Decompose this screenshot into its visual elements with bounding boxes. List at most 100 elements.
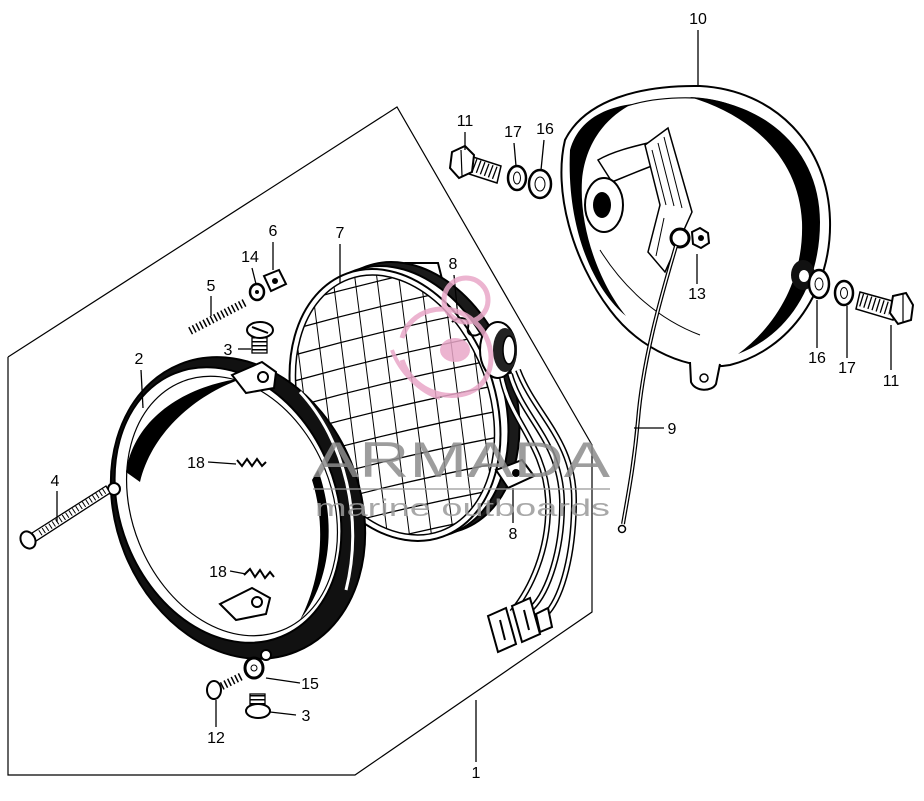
washer-inner	[513, 171, 521, 185]
rim-top-tab-hole	[257, 371, 269, 383]
washer-inner	[814, 277, 824, 291]
screw-head	[206, 680, 222, 700]
wire-plug-small	[534, 606, 554, 634]
washer-inner	[255, 290, 259, 294]
washer-17-right	[833, 279, 855, 307]
rim-inner-shadow	[126, 378, 244, 482]
leader-line	[513, 142, 517, 167]
lens-grid-column	[417, 254, 457, 556]
wiring-guide-hatch	[657, 142, 675, 207]
callout-screw-3-top: 3	[224, 342, 233, 359]
sealed-beam-unit	[263, 250, 536, 564]
callout-adjusting-screw: 5	[207, 278, 216, 295]
square-nut	[262, 268, 288, 293]
bolt-head	[888, 291, 915, 326]
logo-ring-large	[399, 306, 494, 398]
callout-bolt-top: 11	[457, 113, 474, 130]
rim-inner-shadow-right	[300, 470, 329, 620]
washer-17-top	[506, 164, 528, 192]
wire-core	[500, 377, 550, 613]
callout-washer-17-right: 17	[838, 360, 856, 377]
case-inner-shadow-left	[569, 104, 632, 316]
lower-mount-bracket-hole	[512, 469, 520, 477]
connector-face	[502, 335, 516, 365]
wiring-guide-hatch	[651, 149, 667, 206]
leader-line	[207, 461, 237, 465]
callout-assembly: 1	[472, 765, 481, 782]
callout-washer-17-top: 17	[504, 124, 522, 141]
logo-dot	[440, 338, 470, 362]
headlight-case	[560, 84, 832, 391]
bulb-socket-hole	[593, 192, 611, 218]
watermark: ARMADA marine outboards	[313, 275, 611, 522]
callout-rim: 2	[135, 351, 144, 368]
nut-hole	[272, 278, 278, 284]
callout-case: 10	[689, 11, 707, 28]
case-mount-bolt-right	[855, 291, 915, 326]
lens-grid-column	[373, 254, 413, 556]
callout-washer-14: 14	[241, 249, 259, 266]
washer-16-right	[807, 268, 831, 300]
screw-slot	[251, 326, 269, 334]
callout-ground-wire: 9	[668, 421, 677, 438]
screw-thread	[188, 298, 248, 335]
case-side-mount-hole-center	[799, 270, 809, 282]
callout-square-nut: 6	[269, 223, 278, 240]
lens-grid-column	[395, 254, 435, 556]
bolt-thread	[859, 293, 892, 316]
bulb-connector	[479, 321, 517, 379]
washer-inner	[534, 176, 546, 192]
ground-wire	[617, 245, 678, 534]
screw-thread	[216, 672, 244, 692]
screw-3-top	[246, 321, 274, 354]
logo-swoosh	[390, 349, 441, 400]
case-bottom-tab-hole	[699, 373, 709, 383]
callout-washer-16-top: 16	[536, 121, 554, 138]
rim-bottom-screw-boss	[260, 649, 272, 661]
rim-face	[113, 366, 343, 644]
washer-16-top	[527, 168, 553, 200]
watermark-tagline: marine outboards	[315, 495, 610, 522]
case-inner-shadow-right	[690, 97, 820, 354]
callout-screw-12: 12	[207, 730, 225, 747]
bolt-head-edge	[460, 149, 463, 177]
wire-core	[516, 369, 576, 613]
callout-long-screw: 4	[51, 473, 60, 490]
callout-clip-bottom: 18	[209, 564, 227, 581]
terminal-eye	[669, 227, 691, 249]
leader-line	[229, 570, 247, 575]
rim-bottom-tab	[218, 586, 272, 622]
watermark-logo	[390, 275, 494, 400]
callout-bolt-right: 11	[883, 373, 900, 390]
logo-ring-small	[441, 275, 491, 325]
callout-washer-16-right: 16	[808, 350, 826, 367]
screw-head	[245, 703, 271, 719]
callout-nut-13: 13	[688, 286, 706, 303]
callout-spring-top: 8	[449, 256, 458, 273]
spring-clip-bottom	[243, 567, 275, 580]
ground-wire-end	[617, 524, 627, 534]
rim-bottom-tab-hole	[251, 596, 263, 608]
rim-long-screw	[19, 485, 111, 550]
screw-head	[19, 530, 37, 550]
callout-labels: 10 11 17 16 6 14 7 8 5 3 2 13 16 17 11 9…	[51, 11, 900, 782]
spring-clip-top	[236, 457, 267, 468]
wire-core	[508, 373, 564, 610]
leader-lines	[56, 30, 892, 762]
rim-highlight	[298, 390, 355, 591]
washer-inner	[250, 664, 258, 672]
case-rim-lip	[574, 97, 813, 221]
callout-washer-15: 15	[301, 676, 319, 693]
callout-clip-top: 18	[187, 455, 205, 472]
screw-3-bottom	[245, 693, 271, 719]
adjusting-screw	[188, 298, 248, 335]
wiring-guide-hatch	[663, 136, 683, 209]
wiring-guide-hatch	[655, 217, 665, 257]
wire-plug-slot	[523, 609, 530, 631]
nut-hole	[698, 235, 704, 241]
washer-inner	[840, 287, 848, 299]
washer-14	[248, 282, 266, 302]
leader-line	[269, 711, 297, 716]
case-reflector-line	[599, 249, 701, 336]
